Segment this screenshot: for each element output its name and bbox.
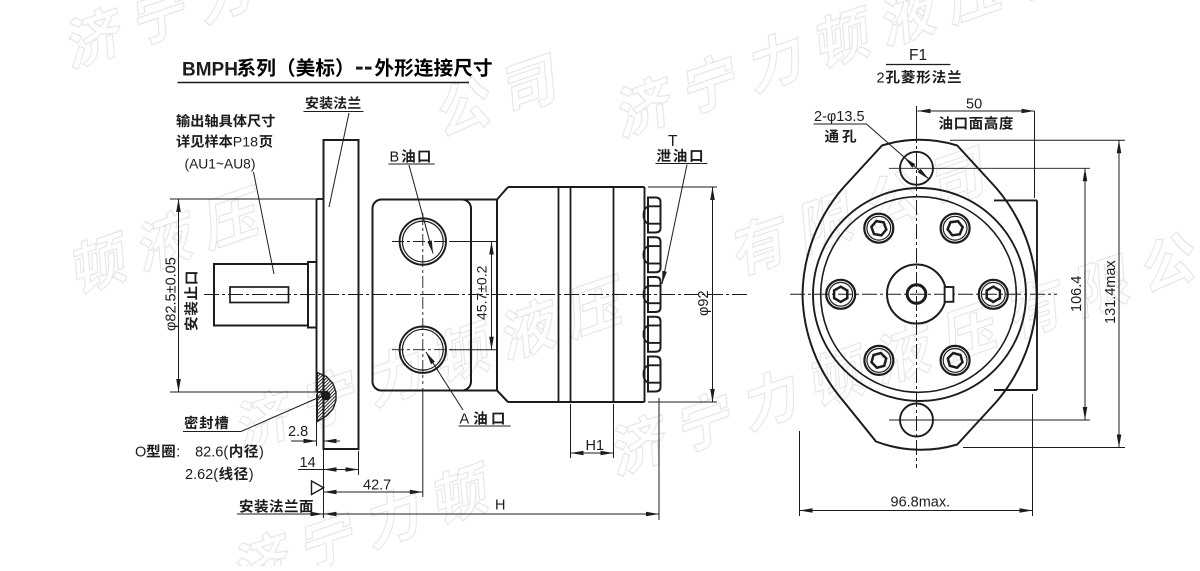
svg-text:H1: H1 [586,438,605,454]
svg-text:BMPH: BMPH [182,60,238,81]
svg-text:131.4max: 131.4max [1103,260,1119,324]
svg-text:T: T [668,133,678,150]
svg-text:φ82.5±0.05: φ82.5±0.05 [164,257,180,331]
svg-text:F1: F1 [909,47,927,64]
svg-text:2.62(: 2.62( [185,467,218,483]
svg-text:42.7: 42.7 [363,478,391,494]
svg-text:): ) [259,445,264,461]
svg-text:B: B [390,150,400,166]
svg-text:O: O [135,445,146,461]
svg-text:H: H [495,498,505,514]
svg-text:50: 50 [966,97,982,113]
svg-text:P18: P18 [233,135,258,151]
svg-text::: : [176,445,180,461]
svg-text:2: 2 [877,70,885,86]
svg-text:): ) [249,467,254,483]
svg-text:106.4: 106.4 [1069,276,1085,312]
svg-text:2.8: 2.8 [288,424,308,440]
svg-text:2-φ13.5: 2-φ13.5 [814,109,865,125]
svg-text:A: A [460,412,470,428]
svg-text:82.6(: 82.6( [195,445,228,461]
svg-text:φ92: φ92 [696,290,712,316]
svg-text:(AU1~AU8): (AU1~AU8) [185,157,256,172]
svg-text:96.8max.: 96.8max. [891,495,951,511]
svg-text:14: 14 [300,455,316,471]
svg-text:45.7±0.2: 45.7±0.2 [474,265,490,320]
